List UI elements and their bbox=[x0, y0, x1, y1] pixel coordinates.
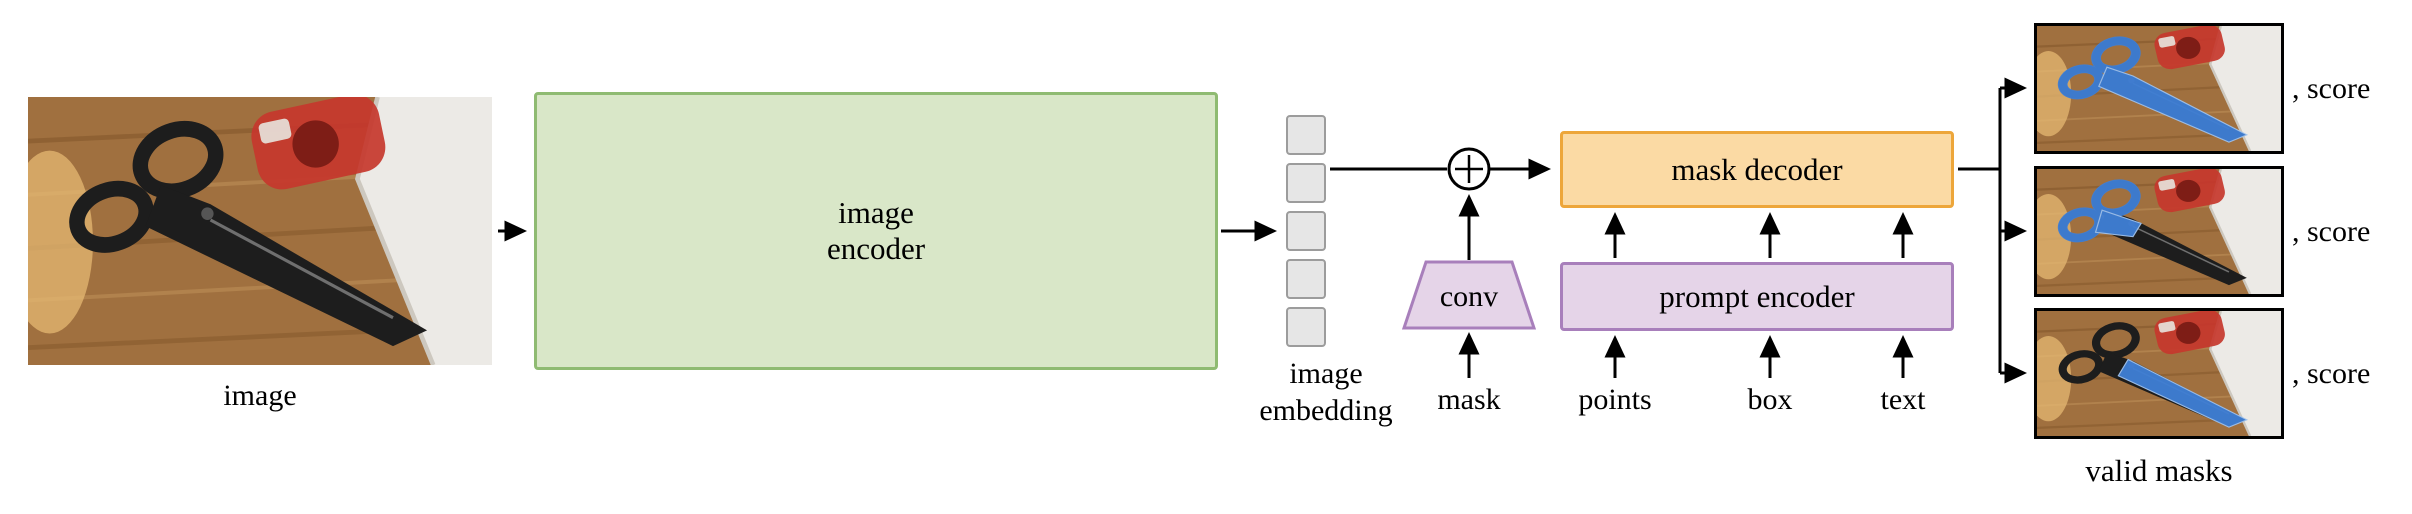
conv-trapezoid bbox=[1401, 260, 1537, 330]
prompt-input-box: box bbox=[1747, 383, 1793, 416]
score-label-3: , score bbox=[2292, 357, 2371, 390]
image-encoder-box: image encoder bbox=[534, 92, 1218, 370]
prompt-encoder-label: prompt encoder bbox=[1659, 278, 1855, 314]
scissors-photo bbox=[28, 97, 492, 365]
output-mask-image-1 bbox=[2034, 23, 2284, 154]
image-embedding-label: image embedding bbox=[1259, 357, 1393, 427]
masked-scissors-whole bbox=[2037, 26, 2281, 151]
embedding-token bbox=[1286, 115, 1326, 155]
mask-decoder-label: mask decoder bbox=[1671, 151, 1843, 187]
prompt-encoder-box: prompt encoder bbox=[1560, 262, 1954, 331]
prompt-input-points: points bbox=[1578, 383, 1652, 416]
masked-scissors-handles bbox=[2037, 169, 2281, 294]
image-embedding-tokens bbox=[1286, 115, 1326, 355]
embedding-token bbox=[1286, 259, 1326, 299]
sum-icon bbox=[1447, 147, 1491, 191]
image-encoder-label: image encoder bbox=[826, 195, 926, 266]
embedding-token bbox=[1286, 307, 1326, 347]
conv-label: conv bbox=[1439, 280, 1499, 313]
prompt-input-text: text bbox=[1880, 383, 1926, 416]
embedding-token bbox=[1286, 163, 1326, 203]
masked-scissors-blades bbox=[2037, 311, 2281, 436]
valid-masks-label: valid masks bbox=[2085, 453, 2233, 488]
embedding-token bbox=[1286, 211, 1326, 251]
input-image-label: image bbox=[223, 379, 297, 412]
score-label-2: , score bbox=[2292, 215, 2371, 248]
score-label-1: , score bbox=[2292, 72, 2371, 105]
mask-decoder-box: mask decoder bbox=[1560, 131, 1954, 208]
output-mask-image-2 bbox=[2034, 166, 2284, 297]
output-mask-image-3 bbox=[2034, 308, 2284, 439]
input-image bbox=[28, 97, 492, 365]
mask-input-label: mask bbox=[1437, 383, 1501, 416]
